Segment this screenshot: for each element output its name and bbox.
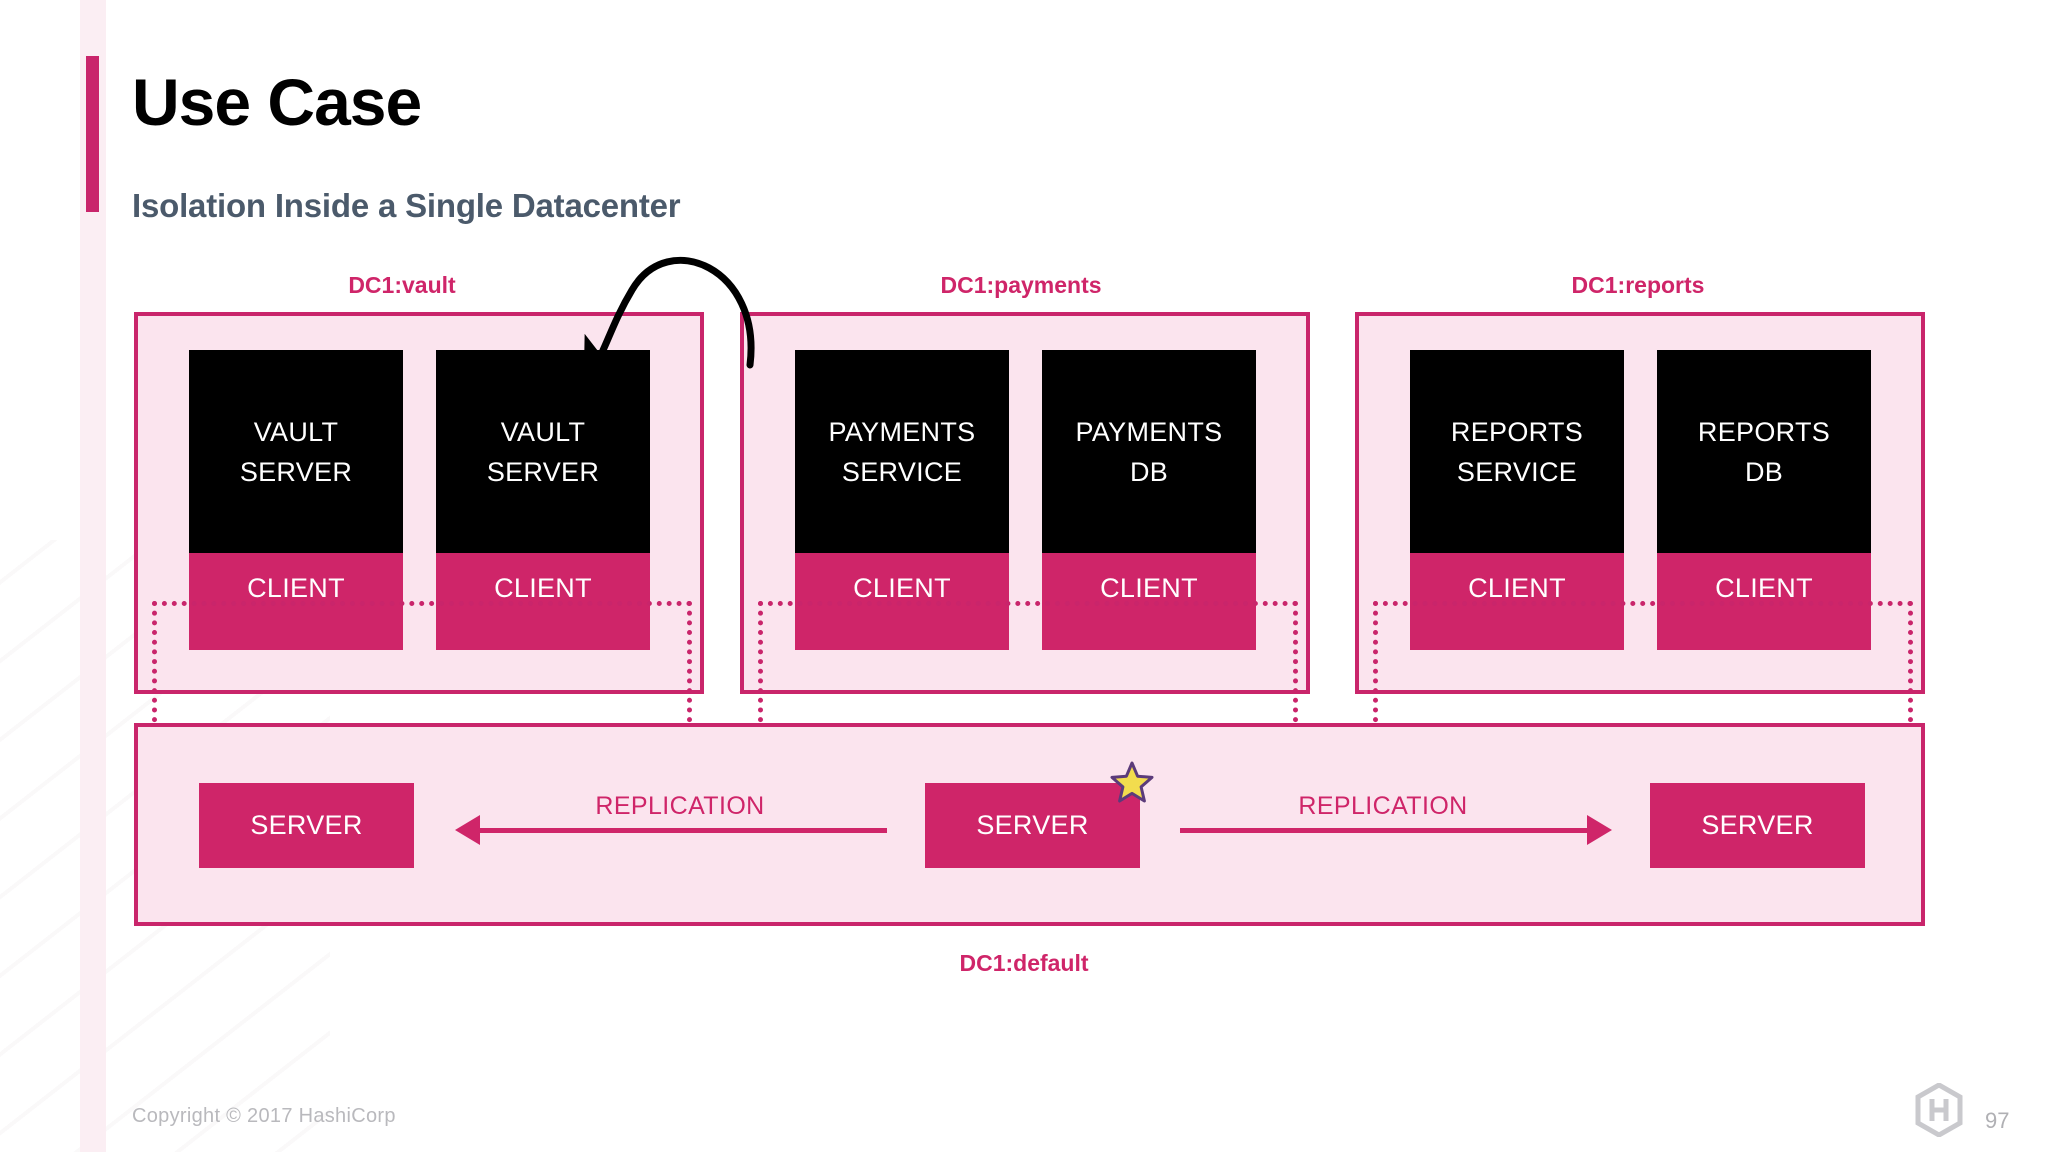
- page-subtitle: Isolation Inside a Single Datacenter: [132, 187, 681, 224]
- replication-arrowhead-left: [455, 815, 480, 845]
- client-box-reports-2: CLIENT: [1657, 553, 1871, 650]
- service-box-vault-server-1: VAULT SERVER: [189, 350, 403, 554]
- replication-label-right: REPLICATION: [1298, 792, 1468, 820]
- page-title: Use Case: [132, 65, 422, 139]
- node-vault-server-1: VAULT SERVER CLIENT: [189, 350, 403, 650]
- group-label-payments: DC1:payments: [940, 272, 1102, 298]
- server-box-1: SERVER: [199, 783, 414, 868]
- service-label-line2: SERVICE: [841, 456, 963, 487]
- group-label-reports: DC1:reports: [1571, 272, 1705, 298]
- service-label-line1: VAULT: [253, 416, 339, 447]
- service-box-payments-service: PAYMENTS SERVICE: [795, 350, 1009, 554]
- service-label-line1: REPORTS: [1450, 416, 1584, 447]
- client-box-vault-2: CLIENT: [436, 553, 650, 650]
- node-vault-server-2: VAULT SERVER CLIENT: [436, 350, 650, 650]
- client-box-reports-1: CLIENT: [1410, 553, 1624, 650]
- client-box-payments-1: CLIENT: [795, 553, 1009, 650]
- service-label-line2: SERVER: [486, 456, 600, 487]
- service-label-line2: SERVER: [239, 456, 353, 487]
- service-label-line2: SERVICE: [1456, 456, 1578, 487]
- service-label-line1: PAYMENTS: [1075, 416, 1223, 447]
- node-payments-db: PAYMENTS DB CLIENT: [1042, 350, 1256, 650]
- service-box-payments-db: PAYMENTS DB: [1042, 350, 1256, 554]
- group-label-default: DC1:default: [959, 950, 1089, 976]
- replication-line-left: [480, 828, 887, 833]
- node-reports-service: REPORTS SERVICE CLIENT: [1410, 350, 1624, 650]
- service-label-line2: DB: [1744, 456, 1784, 487]
- replication-label-left: REPLICATION: [595, 792, 765, 820]
- client-box-payments-2: CLIENT: [1042, 553, 1256, 650]
- replication-line-right: [1180, 828, 1587, 833]
- service-box-reports-service: REPORTS SERVICE: [1410, 350, 1624, 554]
- group-label-vault: DC1:vault: [348, 272, 456, 298]
- title-accent-bar: [86, 56, 99, 212]
- service-label-line1: PAYMENTS: [828, 416, 976, 447]
- hashicorp-logo: [1915, 1083, 1963, 1137]
- service-label-line1: VAULT: [500, 416, 586, 447]
- service-box-vault-server-2: VAULT SERVER: [436, 350, 650, 554]
- client-box-vault-1: CLIENT: [189, 553, 403, 650]
- page-number: 97: [1985, 1108, 2010, 1133]
- replication-arrowhead-right: [1587, 815, 1612, 845]
- service-label-line1: REPORTS: [1697, 416, 1831, 447]
- copyright-notice: Copyright © 2017 HashiCorp: [132, 1105, 396, 1127]
- service-box-reports-db: REPORTS DB: [1657, 350, 1871, 554]
- service-label-line2: DB: [1129, 456, 1169, 487]
- node-reports-db: REPORTS DB CLIENT: [1657, 350, 1871, 650]
- server-box-2: SERVER: [925, 783, 1140, 868]
- server-box-3: SERVER: [1650, 783, 1865, 868]
- node-payments-service: PAYMENTS SERVICE CLIENT: [795, 350, 1009, 650]
